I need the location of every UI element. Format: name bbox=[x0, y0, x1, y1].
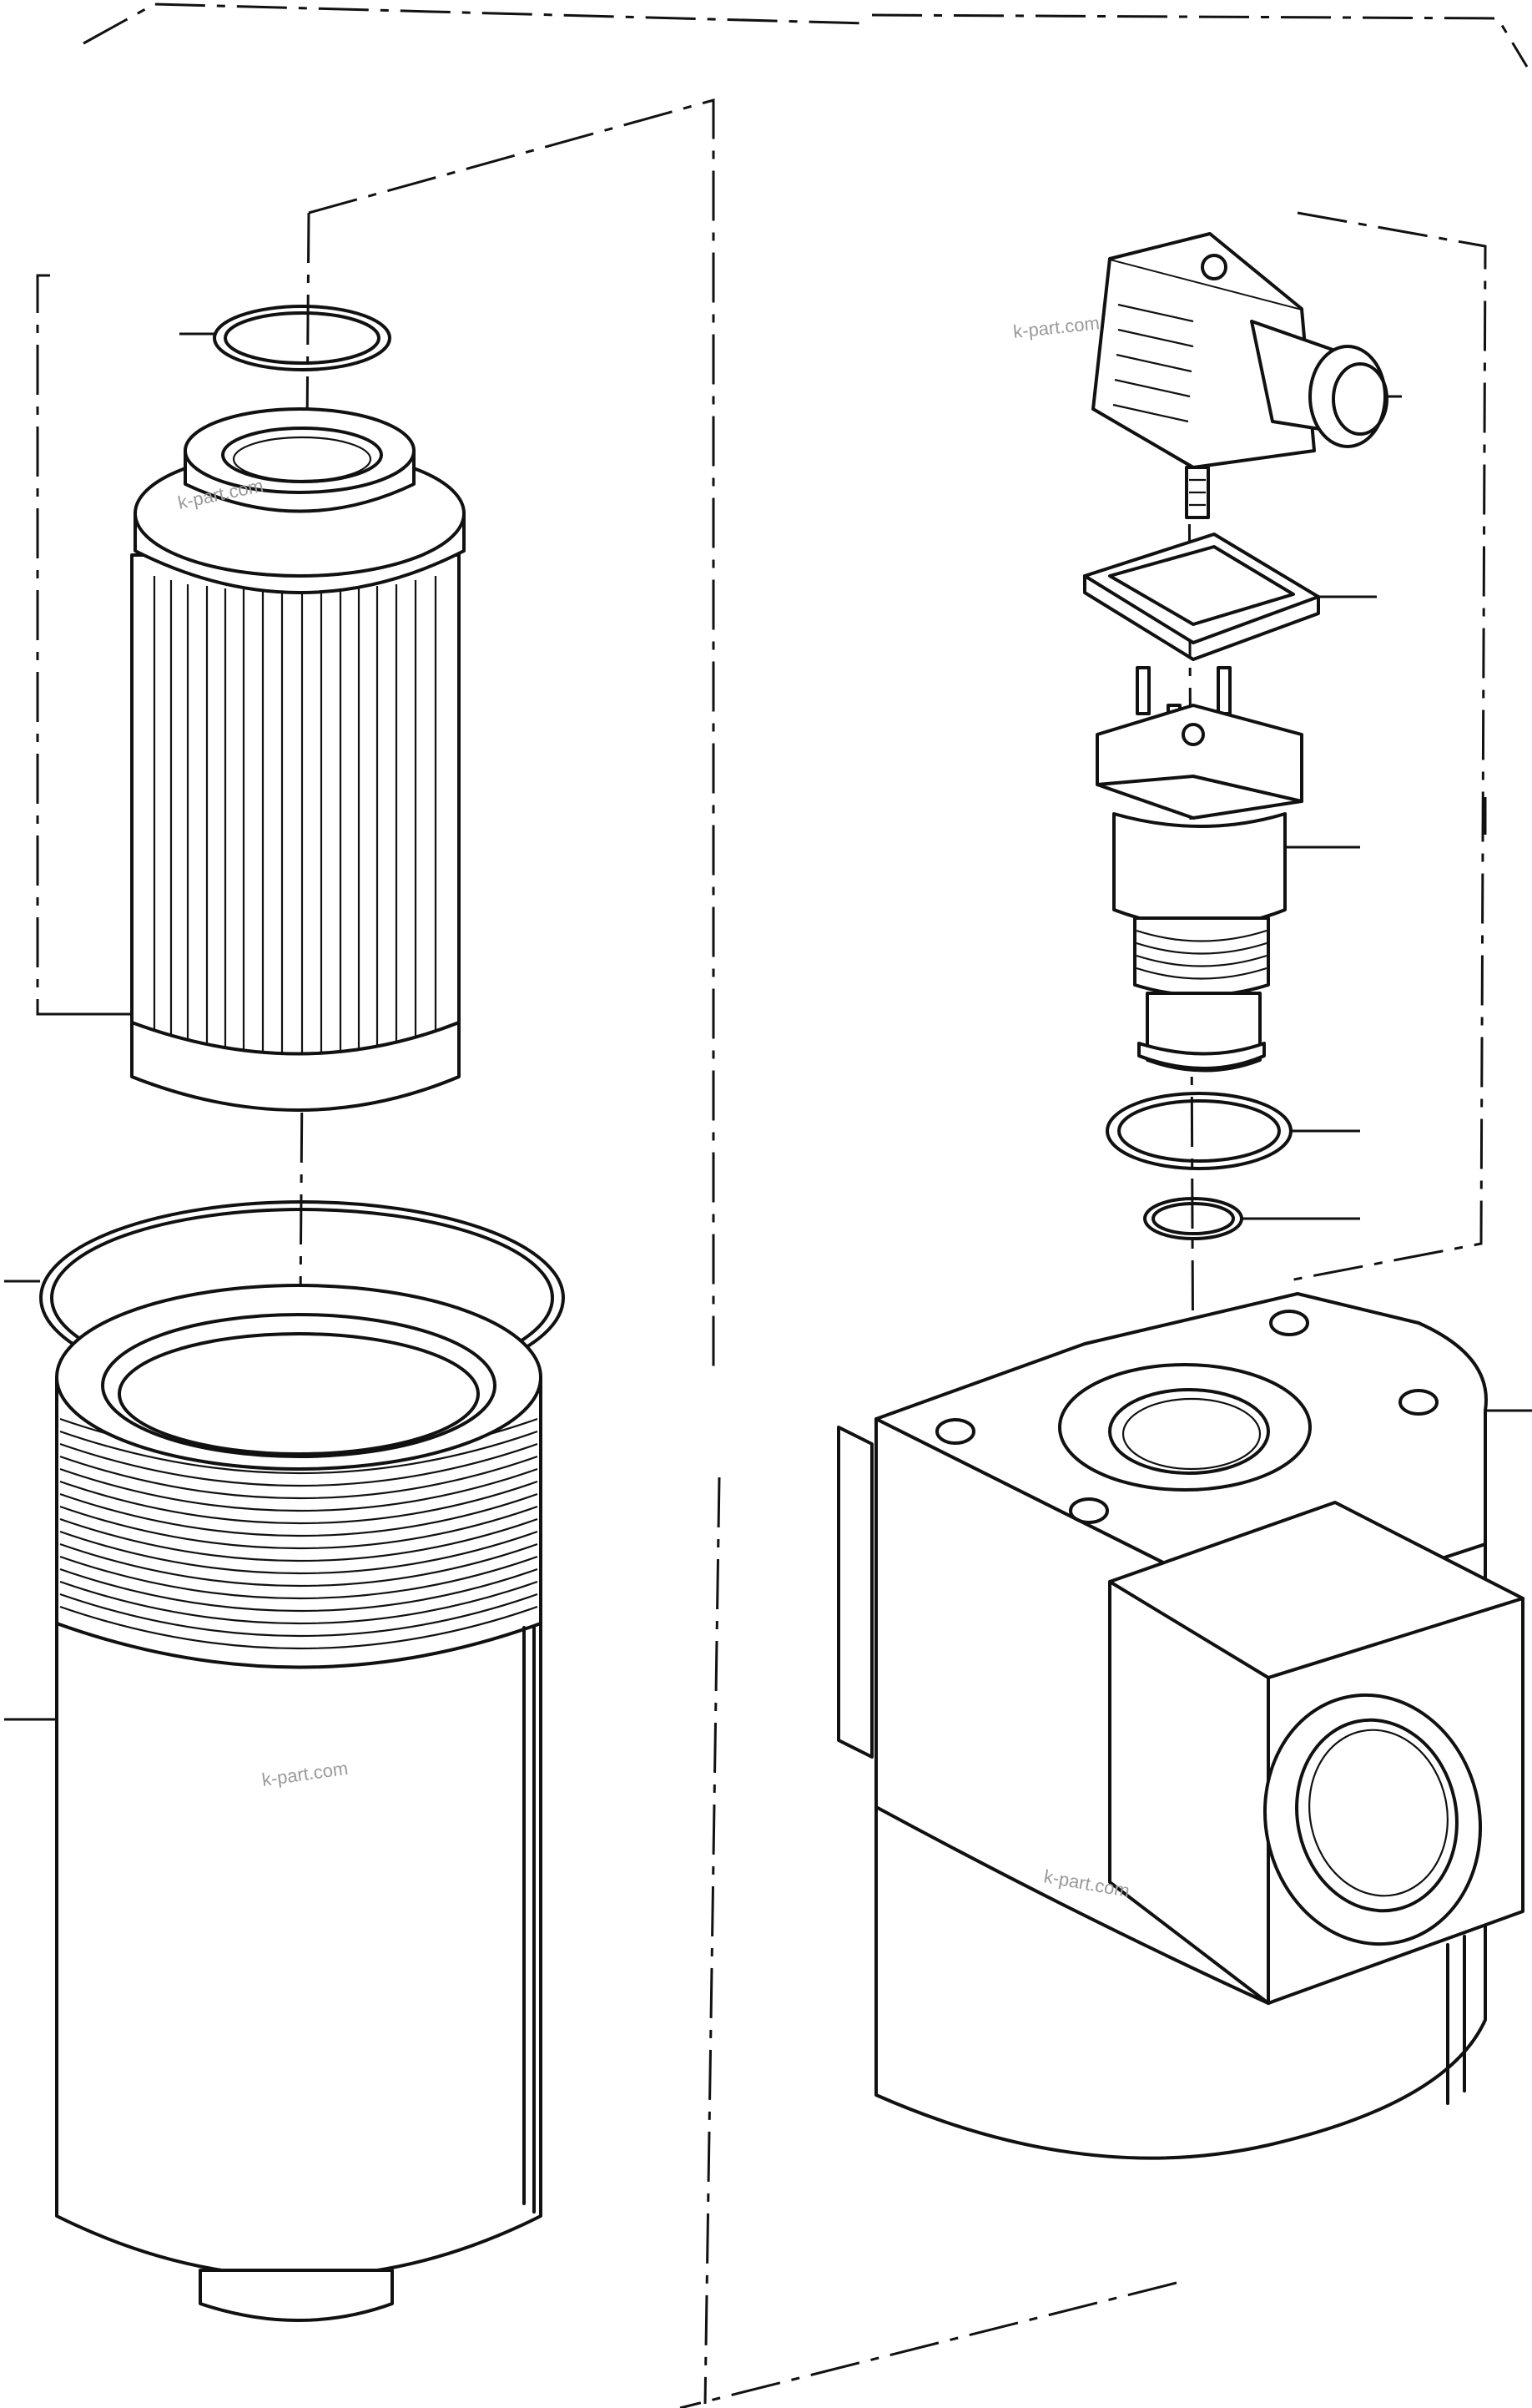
filter-element bbox=[130, 407, 466, 1112]
switch-thread-lines bbox=[1136, 929, 1267, 980]
callout-leaders bbox=[4, 332, 1532, 1721]
pressure-switch bbox=[1096, 666, 1303, 1073]
connector-ribs bbox=[1112, 303, 1194, 423]
filter-head bbox=[837, 1292, 1524, 2160]
plug-connector bbox=[1091, 232, 1388, 519]
small-o-ring bbox=[213, 305, 391, 371]
filter-bowl bbox=[55, 1284, 542, 2322]
watermark-text: k-part.com bbox=[1012, 312, 1101, 342]
assembly-frame-lines bbox=[36, 3, 1529, 2408]
plug-gasket bbox=[1083, 533, 1320, 661]
bowl-thread-lines bbox=[59, 1417, 538, 1650]
filter-pleats bbox=[153, 576, 437, 1054]
switch-seal-ring bbox=[1106, 1092, 1293, 1170]
